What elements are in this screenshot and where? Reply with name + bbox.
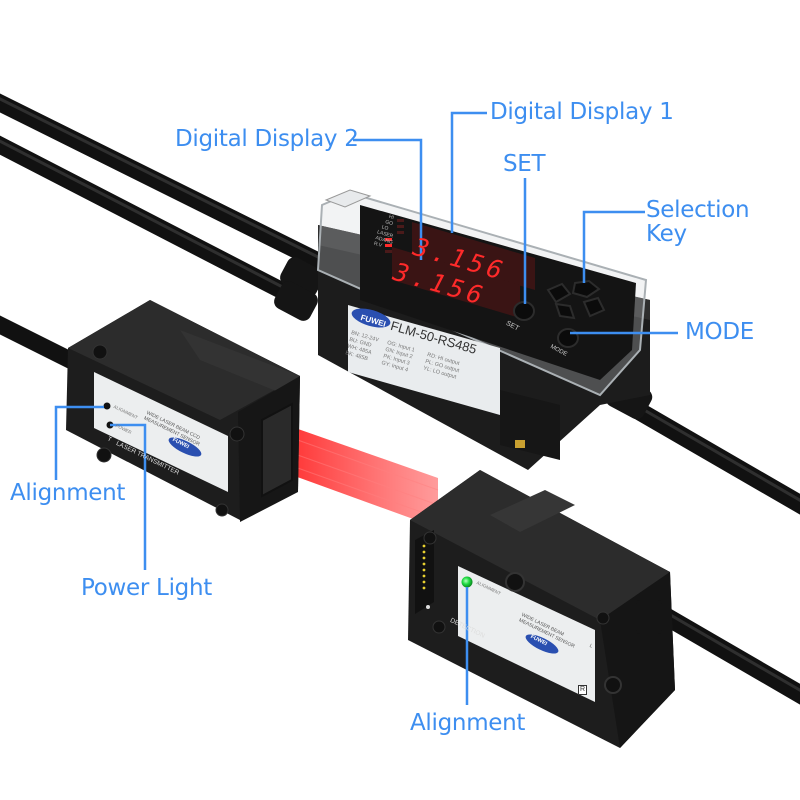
leader-power-light bbox=[110, 423, 147, 570]
set-button[interactable] bbox=[513, 301, 535, 321]
leader-alignment-transmitter bbox=[54, 405, 104, 480]
cable-receiver-right bbox=[646, 601, 800, 705]
adang-indicator-led bbox=[385, 244, 392, 247]
screw-icon bbox=[432, 620, 446, 634]
receiver-led-array bbox=[422, 544, 426, 590]
selection-key-right[interactable] bbox=[582, 296, 606, 318]
screw-icon bbox=[229, 426, 245, 442]
callout-selection-key-line2: Key bbox=[646, 221, 687, 247]
cable-top-2 bbox=[0, 135, 309, 309]
leader-digital-display-2 bbox=[353, 138, 423, 260]
leader-selection-key bbox=[582, 210, 645, 283]
transmitter-alignment-led bbox=[103, 402, 111, 410]
callout-set: SET bbox=[503, 151, 546, 177]
callout-digital-display-2: Digital Display 2 bbox=[175, 126, 359, 152]
selection-key-up[interactable] bbox=[571, 279, 601, 299]
receiver-alignment-led bbox=[461, 576, 473, 588]
leader-digital-display-1 bbox=[450, 111, 487, 233]
laser-receiver bbox=[408, 470, 675, 748]
controller-amplifier bbox=[274, 189, 653, 470]
screw-icon bbox=[96, 447, 112, 463]
laser-indicator-led bbox=[385, 238, 392, 241]
callout-mode: MODE bbox=[685, 319, 754, 345]
selection-key-left[interactable] bbox=[546, 282, 572, 304]
transmitter-fuwei-logo bbox=[168, 437, 202, 457]
callout-selection-key-line1: Selection bbox=[646, 197, 750, 223]
screw-icon bbox=[423, 531, 437, 545]
callout-alignment-receiver: Alignment bbox=[410, 710, 526, 736]
screw-icon bbox=[92, 344, 108, 360]
screw-icon bbox=[215, 503, 229, 517]
laser-beam bbox=[278, 422, 438, 528]
cable-controller-right bbox=[611, 391, 800, 515]
callout-alignment-transmitter: Alignment bbox=[10, 480, 126, 506]
callout-leader-lines bbox=[54, 111, 678, 705]
screw-icon bbox=[596, 611, 610, 625]
receiver-marker: R bbox=[578, 685, 588, 695]
laser-transmitter bbox=[66, 300, 300, 522]
selection-key-down[interactable] bbox=[554, 302, 576, 320]
selection-key-pad[interactable] bbox=[546, 279, 606, 320]
cable-top-1 bbox=[0, 93, 329, 271]
callout-digital-display-1: Digital Display 1 bbox=[490, 99, 674, 125]
callout-power-light: Power Light bbox=[81, 575, 212, 601]
fuwei-logo-badge bbox=[351, 308, 391, 328]
mode-button[interactable] bbox=[557, 328, 579, 348]
receiver-fuwei-logo bbox=[525, 634, 559, 654]
